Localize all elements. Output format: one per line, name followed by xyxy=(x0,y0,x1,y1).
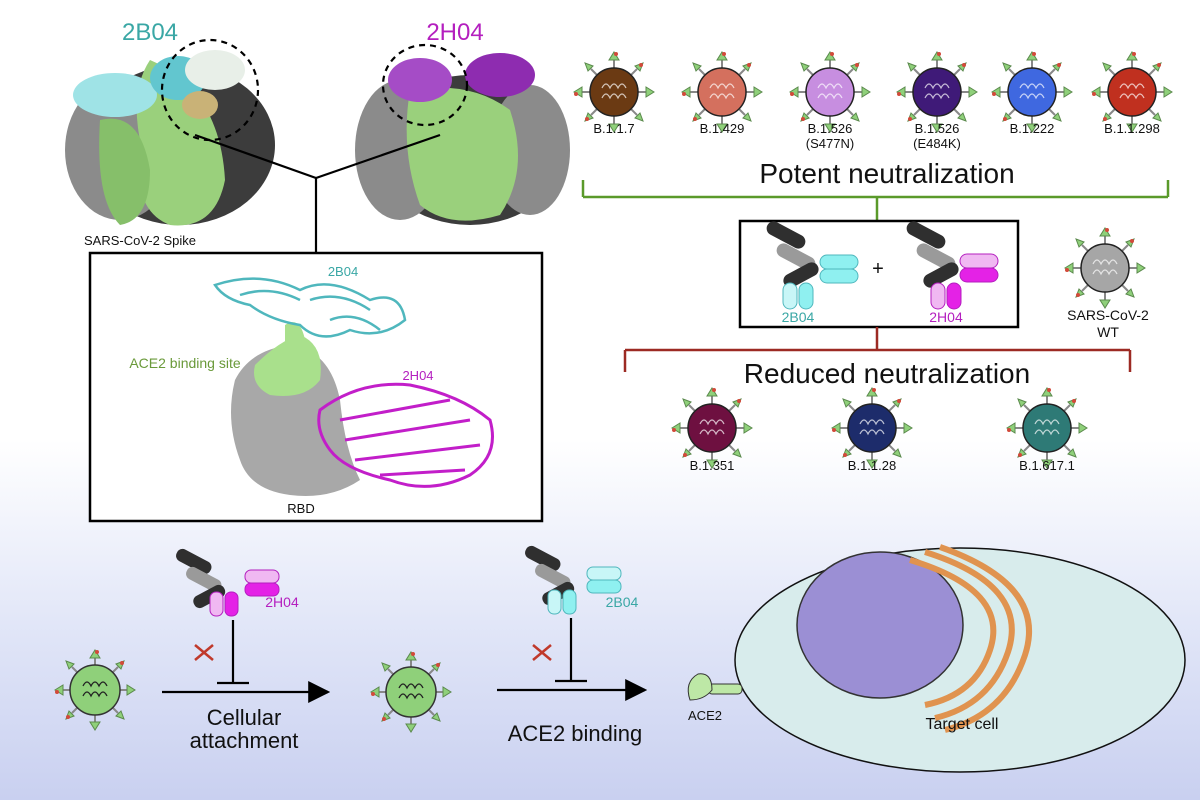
mechanism-2b04-label: 2B04 xyxy=(606,594,639,610)
spike-2b04-label: 2B04 xyxy=(122,19,178,46)
variant-virion-5 xyxy=(991,51,1073,133)
step1-label-line1: Cellular xyxy=(207,705,282,730)
inhibition-right xyxy=(555,618,587,683)
virion-left xyxy=(54,649,136,731)
variant-sublabel-3: (S477N) xyxy=(806,136,854,151)
wt-virion xyxy=(1064,227,1146,309)
mechanism-antibody-2b04 xyxy=(525,545,622,615)
virion-center xyxy=(370,651,452,733)
rbd-surface xyxy=(231,322,360,496)
wt-label-line2: WT xyxy=(1097,324,1119,340)
variant-virion-3 xyxy=(789,51,871,133)
variant-label-2: B.1.429 xyxy=(700,121,745,136)
target-cell-label: Target cell xyxy=(926,716,999,733)
block-x-left xyxy=(194,644,214,661)
rbd-2h04-label: 2H04 xyxy=(402,368,433,383)
variant-label-3: B.1.526 xyxy=(808,121,853,136)
rbd-2b04-label: 2B04 xyxy=(328,264,358,279)
antibody-2h04-ribbon xyxy=(317,382,494,488)
variant-label-6: B.1.1.298 xyxy=(1104,121,1160,136)
variants-bottom-row: B.1.351 B.1.1.28 B.1.617.1 xyxy=(671,387,1088,473)
mechanism-antibody-2h04 xyxy=(176,548,280,617)
reduced-label-3: B.1.617.1 xyxy=(1019,458,1075,473)
spike-2h04-label: 2H04 xyxy=(426,19,483,46)
potent-neutralization-label: Potent neutralization xyxy=(759,158,1014,189)
plus-sign: + xyxy=(872,258,884,280)
spike-caption: SARS-CoV-2 Spike xyxy=(84,233,196,248)
ace2-receptor xyxy=(687,673,743,701)
antibody-2b04-icon xyxy=(766,221,859,310)
ace2-label: ACE2 xyxy=(688,708,722,723)
reduced-virion-2 xyxy=(831,387,913,469)
reduced-label-2: B.1.1.28 xyxy=(848,458,896,473)
antibody-2h04-icon xyxy=(906,221,999,310)
endoplasmic-reticulum xyxy=(909,544,1032,733)
variant-virion-1 xyxy=(573,51,655,133)
variant-label-1: B.1.1.7 xyxy=(593,121,634,136)
variant-sublabel-4: (E484K) xyxy=(913,136,961,151)
step1-label-line2: attachment xyxy=(190,728,299,753)
variant-virion-4 xyxy=(896,51,978,133)
wt-label-line1: SARS-CoV-2 xyxy=(1067,307,1149,323)
variant-virion-6 xyxy=(1091,51,1173,133)
variant-label-4: B.1.526 xyxy=(915,121,960,136)
wt-virion-body xyxy=(1064,227,1146,309)
spike-connector xyxy=(194,133,441,253)
epitope-highlight-2h04 xyxy=(381,43,469,127)
ace2-site-label: ACE2 binding site xyxy=(129,355,241,371)
cocktail-2b04-label: 2B04 xyxy=(782,309,815,325)
spike-2h04 xyxy=(355,53,570,225)
reduced-neutralization-label: Reduced neutralization xyxy=(744,358,1030,389)
reduced-bracket xyxy=(623,327,1132,372)
cocktail-2h04-label: 2H04 xyxy=(929,309,963,325)
mechanism-2h04-label: 2H04 xyxy=(265,594,299,610)
step2-label: ACE2 binding xyxy=(508,721,643,746)
block-x-right xyxy=(532,644,552,661)
variant-virion-2 xyxy=(681,51,763,133)
antibody-2b04-ribbon xyxy=(213,277,407,338)
inhibition-left xyxy=(217,620,249,685)
cell-nucleus xyxy=(796,551,964,699)
potent-bracket xyxy=(581,180,1170,221)
reduced-label-1: B.1.351 xyxy=(690,458,735,473)
variant-label-5: B.1.222 xyxy=(1010,121,1055,136)
reduced-virion-3 xyxy=(1006,387,1088,469)
reduced-virion-1 xyxy=(671,387,753,469)
spike-2b04 xyxy=(65,50,275,226)
rbd-caption: RBD xyxy=(287,501,314,516)
epitope-highlight-2b04 xyxy=(160,38,260,142)
